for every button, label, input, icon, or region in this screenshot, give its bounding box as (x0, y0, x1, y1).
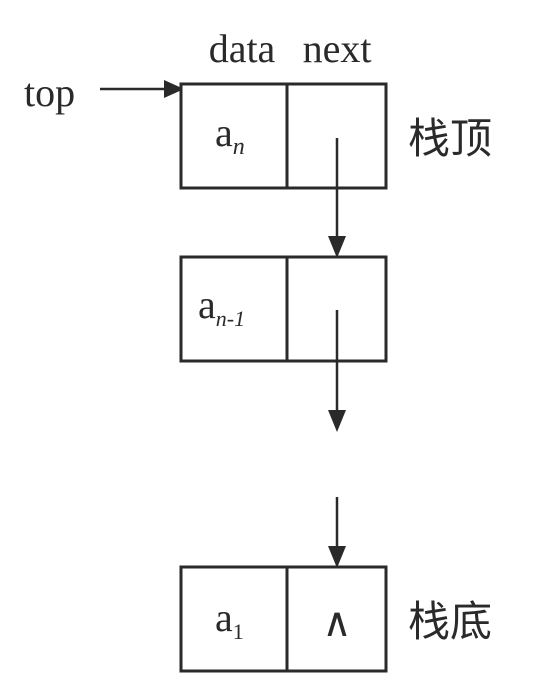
node-bottom-frame (179, 565, 388, 673)
header-next-label: next (303, 26, 372, 71)
stack-node-second: an-1 (179, 255, 388, 363)
node-top-frame (179, 82, 388, 190)
node-top-data: an (215, 110, 245, 160)
node-second-frame (179, 255, 388, 363)
node-bottom-data: a1 (215, 595, 244, 644)
stack-top-label: 栈顶 (408, 114, 492, 163)
null-pointer-symbol: ∧ (322, 600, 351, 645)
top-pointer-label: top (24, 70, 75, 115)
next-pointer-arrow-3 (328, 497, 346, 568)
node-second-data: an-1 (198, 282, 245, 331)
top-pointer-arrow (100, 80, 184, 98)
stack-node-bottom: a1 ∧ 栈底 (179, 565, 492, 673)
stack-bottom-label: 栈底 (408, 597, 492, 646)
header-data-label: data (209, 26, 276, 71)
stack-node-top: an 栈顶 (179, 82, 492, 190)
next-pointer-arrow-1 (328, 138, 346, 258)
next-pointer-arrow-2 (328, 310, 346, 432)
